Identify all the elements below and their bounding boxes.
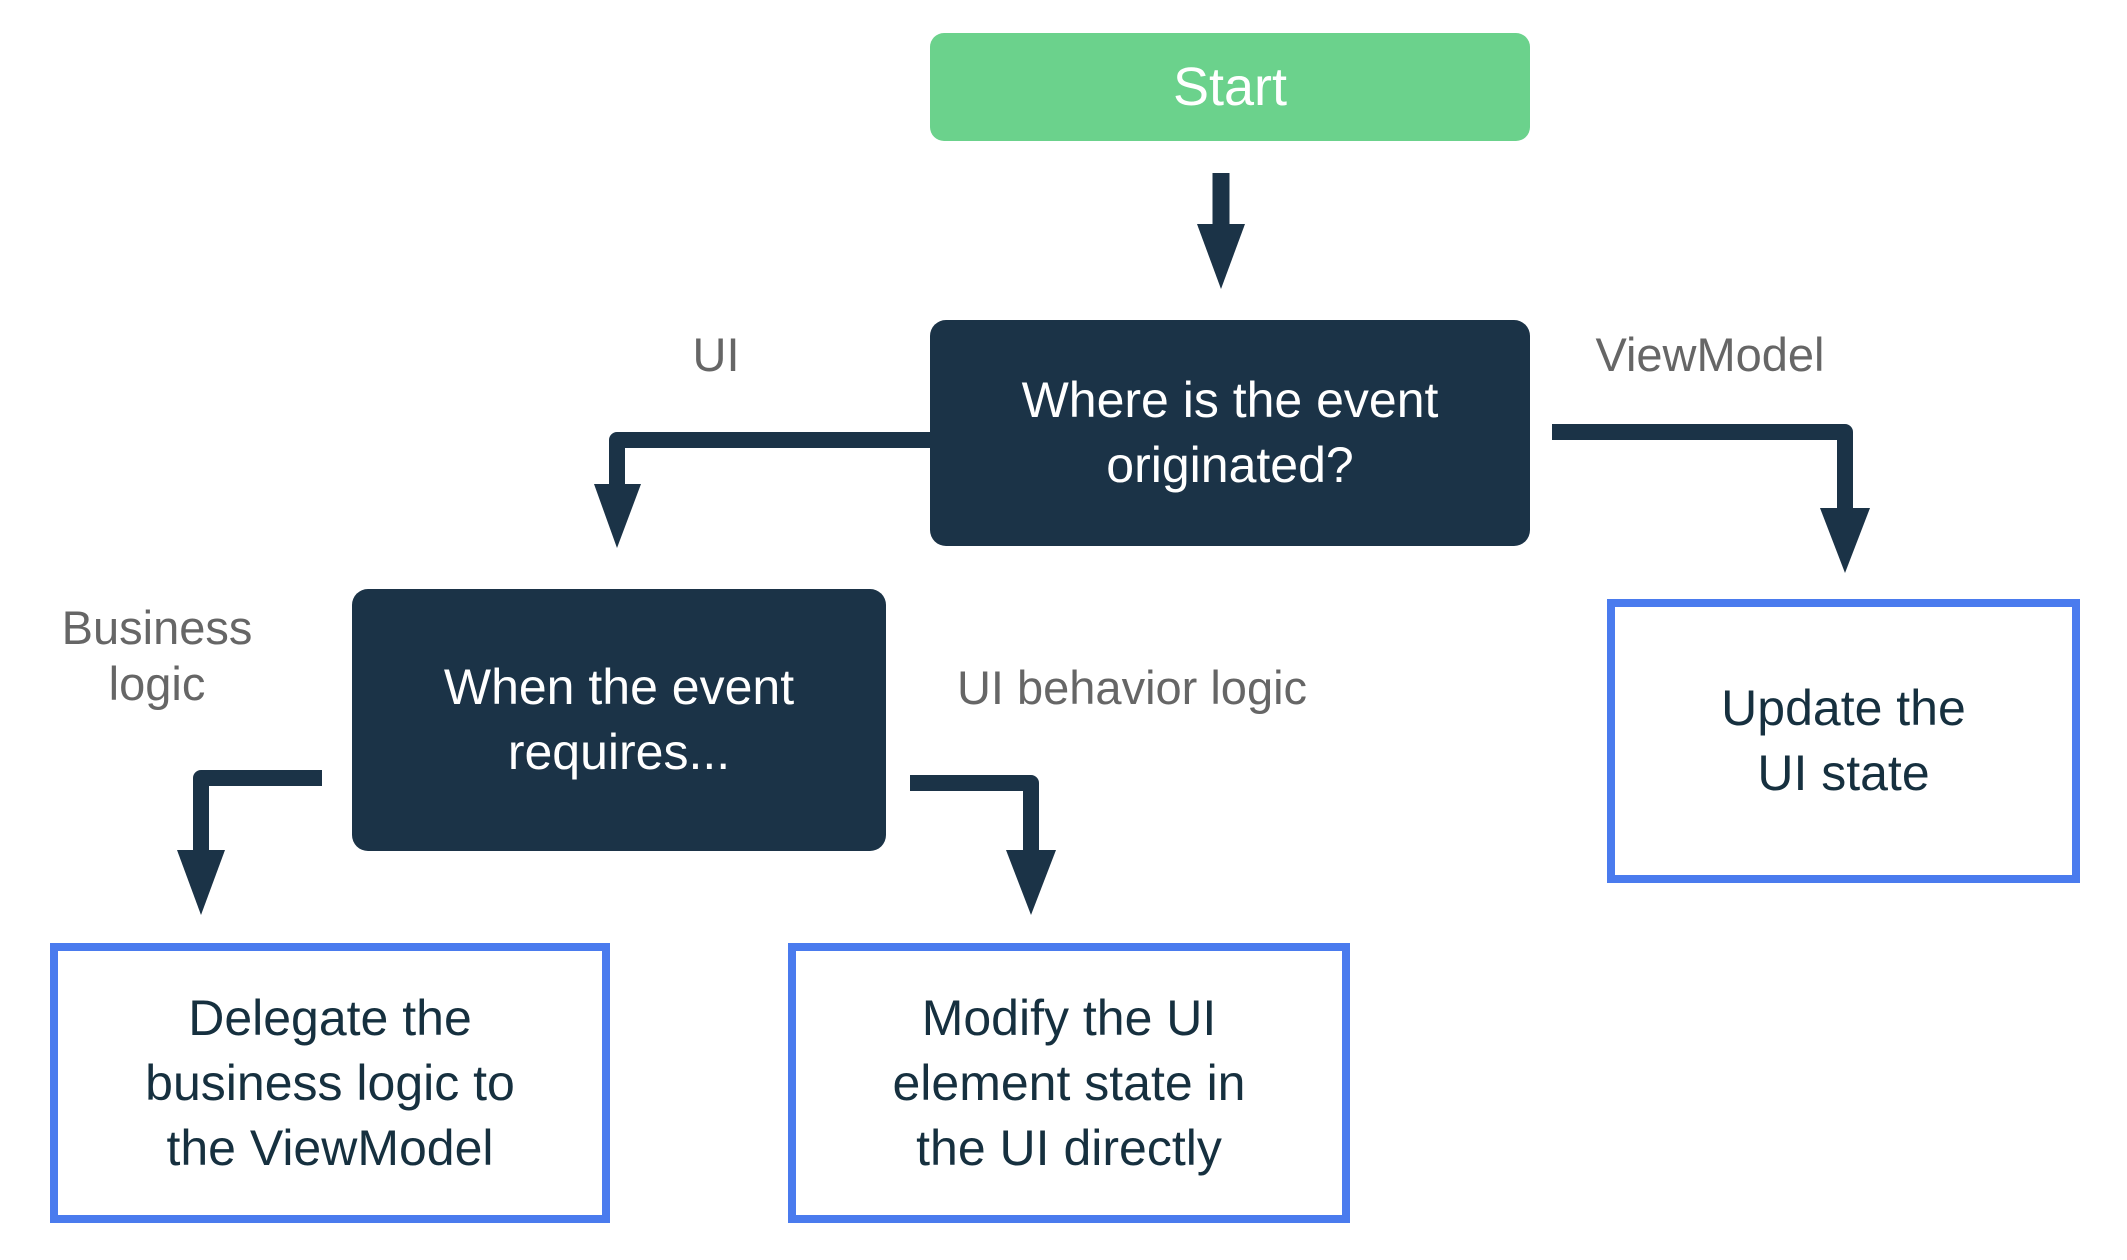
edge-when-requires-to-delegate-vm [177,770,322,915]
node-delegate-business-logic-to-viewmodel[interactable]: Delegate the business logic to the ViewM… [50,943,610,1223]
edge-when-requires-to-modify-ui [910,775,1056,915]
edge-label-ui: UI [636,327,796,397]
edge-label-ui-behavior-logic-text: UI behavior logic [956,661,1308,714]
edge-start-to-where-event [1197,173,1245,289]
edge-label-business-logic-text: Business logic [61,601,253,711]
node-update-ui-state-label: Update the UI state [1721,680,1966,801]
node-start[interactable]: Start [930,33,1530,141]
node-when-the-event-requires[interactable]: When the event requires... [352,589,886,851]
node-where-is-the-event-originated[interactable]: Where is the event originated? [930,320,1530,546]
edge-label-ui-text: UI [692,328,740,381]
node-modify-ui-element-state-in-ui-directly[interactable]: Modify the UI element state in the UI di… [788,943,1350,1223]
edge-label-business-logic: Business logic [32,600,282,730]
node-start-label: Start [1172,56,1288,117]
node-modify-ui-label: Modify the UI element state in the UI di… [892,989,1246,1176]
node-where-event-label: Where is the event originated? [1021,372,1439,493]
edge-label-viewmodel-text: ViewModel [1595,328,1825,381]
edge-where-event-to-update-ui-state [1552,424,1870,573]
edge-label-viewmodel: ViewModel [1560,327,1860,397]
node-delegate-vm-label: Delegate the business logic to the ViewM… [145,989,515,1176]
node-update-the-ui-state[interactable]: Update the UI state [1607,599,2080,883]
node-when-requires-label: When the event requires... [443,659,795,780]
edge-where-event-to-when-requires [594,432,930,548]
edge-label-ui-behavior-logic: UI behavior logic [912,660,1352,730]
